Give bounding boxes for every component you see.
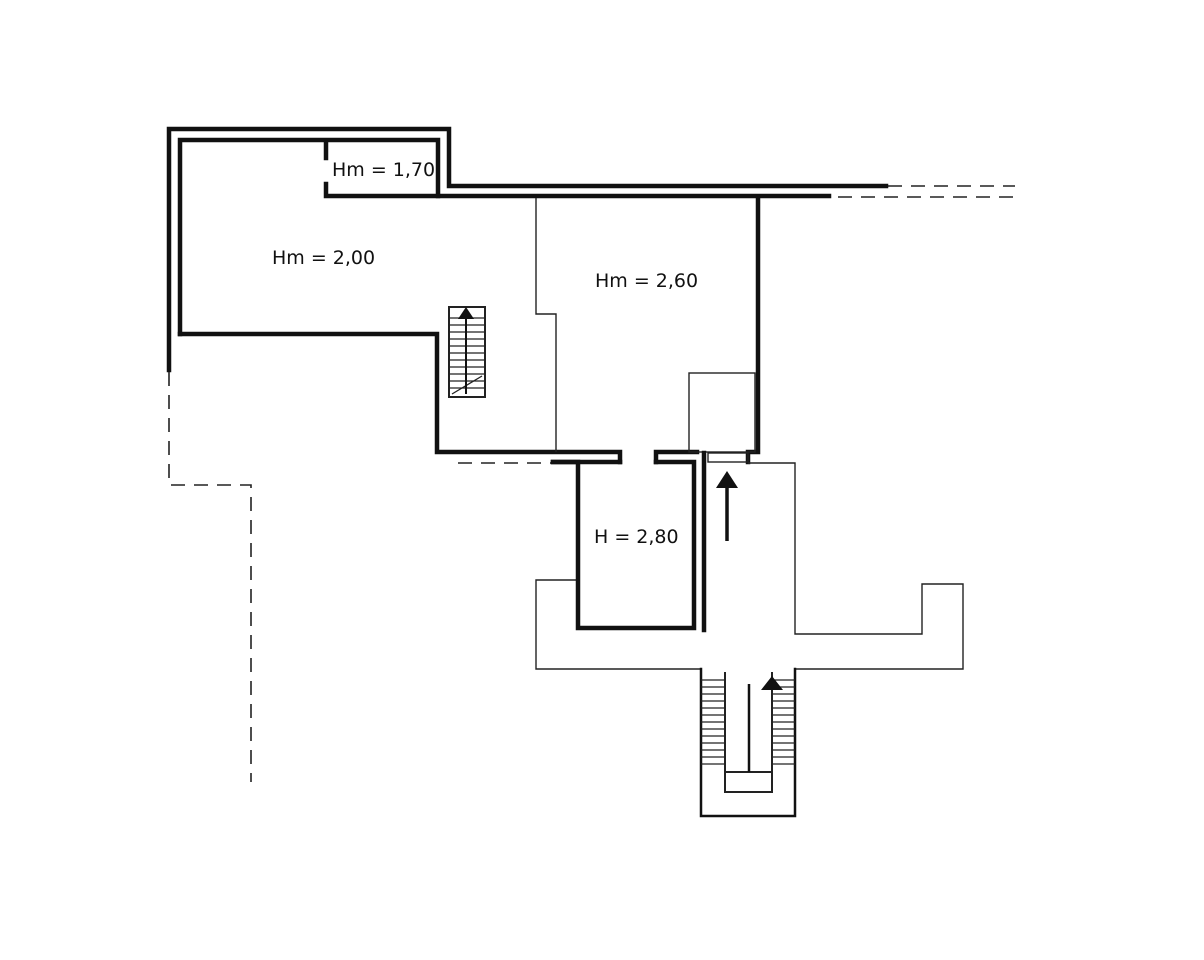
stair-inner-outline bbox=[448, 306, 486, 398]
room-260-label: Hm = 2,60 bbox=[595, 270, 698, 292]
thin-walls bbox=[535, 198, 964, 670]
room-200-lower-wall bbox=[177, 331, 623, 465]
access-arrow bbox=[716, 471, 738, 541]
inner-wall-line bbox=[177, 137, 832, 337]
corridor-outline bbox=[748, 462, 964, 670]
dashed-lines bbox=[168, 185, 1015, 782]
door-jamb-right bbox=[653, 449, 700, 465]
room-170-label: Hm = 1,70 bbox=[332, 159, 435, 181]
threshold bbox=[707, 452, 749, 463]
stair-inner-arrow-icon bbox=[458, 307, 474, 319]
dashed-left-vertical bbox=[168, 372, 252, 782]
room-280-label: H = 2,80 bbox=[594, 526, 679, 548]
corridor-left-outline bbox=[535, 579, 701, 670]
room-200-label: Hm = 2,00 bbox=[272, 247, 375, 269]
stair-entrance-arrow-icon bbox=[761, 676, 783, 690]
access-arrow-icon bbox=[716, 471, 738, 488]
stair-entrance-landing bbox=[724, 771, 773, 793]
stair-entrance bbox=[699, 667, 797, 818]
room-260-right-wall bbox=[745, 195, 761, 465]
room-280 bbox=[550, 450, 707, 633]
room-260-left-wall bbox=[535, 198, 557, 452]
room-260-closet bbox=[688, 372, 756, 453]
outer-walls bbox=[166, 126, 889, 465]
stair-inner bbox=[448, 306, 486, 398]
room-170-partition bbox=[323, 140, 441, 199]
outer-wall-line bbox=[166, 126, 889, 373]
